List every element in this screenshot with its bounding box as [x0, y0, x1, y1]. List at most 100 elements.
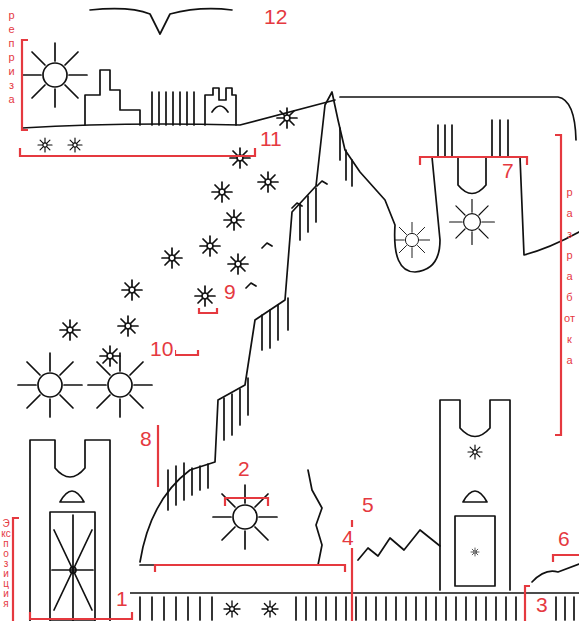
fence — [555, 597, 557, 620]
callout-number: 3 — [534, 594, 550, 615]
reprise-landscape — [152, 92, 194, 125]
reprise-landscape — [277, 108, 297, 128]
bracket — [525, 586, 530, 621]
stars — [258, 172, 278, 192]
fence — [385, 597, 387, 620]
reprise-landscape — [85, 70, 140, 125]
left-tower — [18, 353, 82, 417]
right-tower — [358, 530, 440, 560]
right-tower — [471, 548, 479, 556]
fence — [355, 597, 357, 620]
callout-number: 4 — [340, 527, 356, 548]
callout-number: 12 — [262, 6, 289, 27]
callout-number: 11 — [258, 128, 284, 149]
fence — [485, 597, 487, 620]
bracket — [555, 135, 561, 435]
mountain — [246, 181, 327, 288]
fence — [515, 597, 517, 620]
left-tower — [70, 567, 76, 573]
mountain — [340, 128, 352, 186]
fence — [163, 597, 165, 620]
section-label: реприза — [6, 8, 17, 106]
callout-number: 1 — [114, 588, 130, 609]
mountain — [262, 298, 288, 350]
left-tower — [50, 512, 95, 621]
fence — [435, 597, 437, 620]
reprise-landscape — [205, 88, 236, 125]
fence — [130, 592, 579, 594]
bracket — [157, 425, 159, 487]
right-tower — [455, 516, 495, 586]
fence — [445, 597, 447, 620]
section-label: Экспозиция — [1, 519, 11, 609]
stars — [224, 210, 244, 230]
bird-line — [90, 9, 232, 34]
fence — [224, 601, 240, 617]
left-tower — [18, 353, 152, 621]
mountain — [300, 188, 316, 240]
stars — [122, 280, 142, 300]
bracket — [155, 565, 345, 572]
fence — [415, 597, 417, 620]
mountain — [213, 485, 277, 549]
bracket — [199, 308, 217, 313]
reprise-landscape — [22, 43, 335, 152]
bracket — [13, 40, 579, 621]
stars — [60, 320, 80, 340]
callout-number: 10 — [148, 338, 175, 359]
reprise-landscape — [38, 138, 52, 152]
callout-number: 5 — [360, 494, 376, 515]
fence — [139, 597, 141, 620]
stars — [162, 248, 182, 268]
fence — [505, 597, 507, 620]
fence — [495, 597, 497, 620]
fence — [325, 597, 327, 620]
stars — [195, 286, 215, 306]
fence — [455, 597, 457, 620]
fence — [405, 597, 407, 620]
fence — [130, 593, 579, 620]
stars — [100, 346, 120, 366]
fence — [425, 597, 427, 620]
fence — [395, 597, 397, 620]
fence — [564, 597, 566, 620]
reprise-landscape — [68, 138, 82, 152]
bracket — [20, 148, 255, 156]
fence — [305, 597, 307, 620]
bracket — [175, 350, 198, 355]
left-tower — [52, 515, 93, 621]
stars — [200, 236, 220, 256]
fence — [211, 597, 213, 620]
fence — [573, 597, 575, 620]
stars — [230, 148, 250, 168]
bracket — [30, 612, 132, 619]
bracket — [13, 518, 19, 621]
callout-number: 9 — [222, 281, 238, 302]
mountain — [340, 97, 576, 140]
stars — [118, 316, 138, 336]
fence — [365, 597, 367, 620]
left-tower — [30, 440, 110, 621]
right-tower — [440, 400, 510, 590]
fence — [465, 597, 467, 620]
callout-number: 6 — [556, 528, 572, 549]
section-label: разработка — [564, 182, 575, 371]
fence — [475, 597, 477, 620]
fence — [187, 597, 189, 620]
right-tower — [463, 491, 487, 502]
mountain — [140, 92, 579, 565]
stars — [60, 148, 278, 366]
right-tower — [358, 400, 579, 590]
mountain — [140, 92, 579, 562]
left-tower — [60, 491, 84, 502]
fence — [199, 597, 201, 620]
left-tower — [88, 353, 152, 417]
mountain — [140, 470, 322, 565]
fence — [175, 597, 177, 620]
right-tower — [532, 564, 579, 582]
mountain — [394, 222, 429, 257]
bracket — [22, 40, 28, 130]
fence — [151, 597, 153, 620]
mountain — [438, 120, 508, 157]
